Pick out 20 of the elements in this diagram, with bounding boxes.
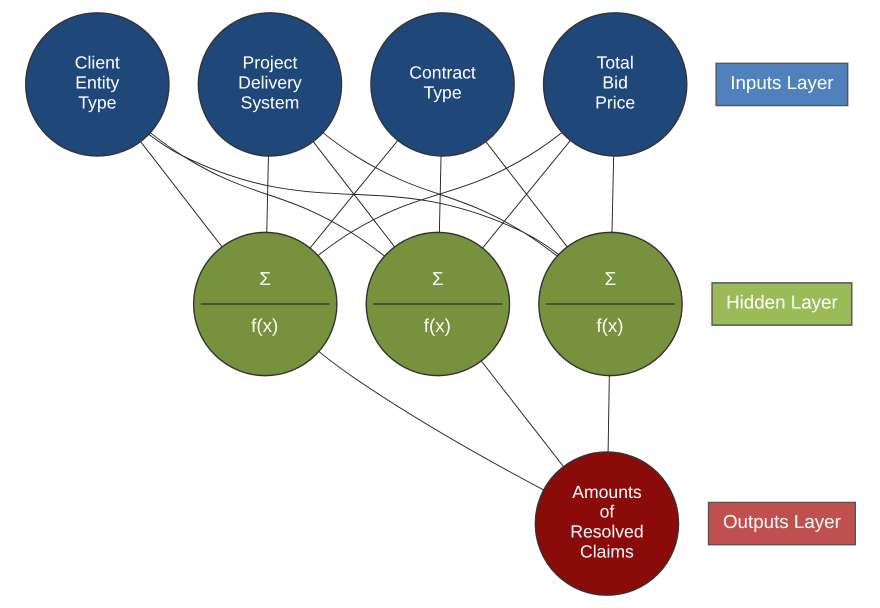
connector: [150, 132, 384, 256]
node-box: Hidden Layer: [710, 282, 852, 326]
connector: [438, 156, 441, 233]
node-circle: Project Delivery System: [197, 12, 342, 157]
connector: [480, 360, 564, 467]
connector: [140, 141, 222, 248]
connector: [266, 156, 268, 233]
connector: [611, 156, 614, 233]
node-circle: Σ f(x): [365, 232, 510, 376]
connector: [607, 375, 610, 452]
node-circle: Contract Type: [370, 12, 514, 157]
node-circle: Amounts of Resolved Claims: [534, 451, 679, 596]
connector: [318, 351, 544, 490]
node-box: Inputs Layer: [714, 62, 848, 106]
node-circle: Σ f(x): [192, 232, 338, 376]
node-circle: Σ f(x): [538, 232, 682, 376]
node-box: Outputs Layer: [707, 502, 856, 546]
node-circle: Client Entity Type: [24, 12, 170, 157]
connector: [148, 134, 558, 255]
node-circle: Total Bid Price: [542, 12, 687, 157]
